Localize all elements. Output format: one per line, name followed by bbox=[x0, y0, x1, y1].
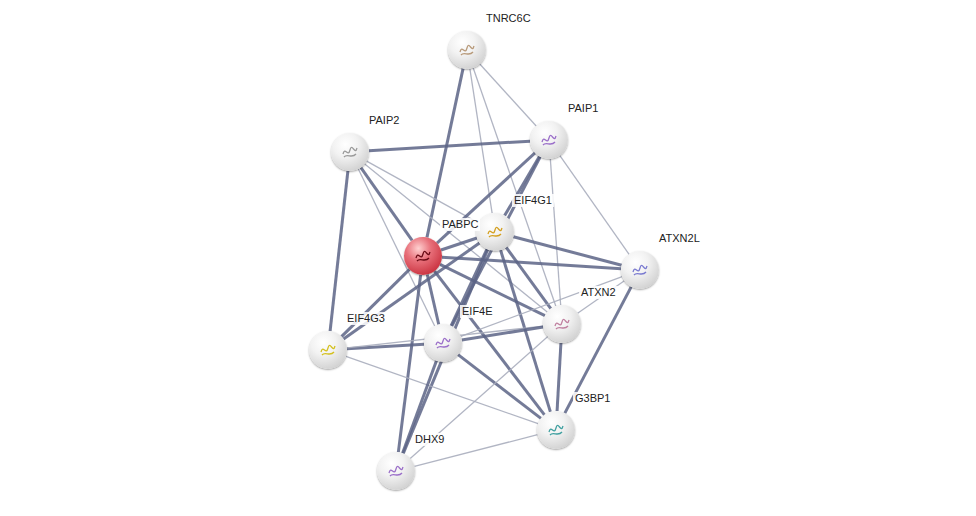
structure-icon bbox=[413, 246, 433, 266]
protein-sphere bbox=[377, 452, 415, 490]
node-label: G3BP1 bbox=[573, 392, 612, 405]
protein-sphere bbox=[448, 31, 486, 69]
protein-node: G3BP1 bbox=[537, 411, 575, 449]
interaction-edge bbox=[473, 68, 556, 306]
protein-sphere bbox=[530, 121, 568, 159]
interaction-edge bbox=[458, 355, 541, 419]
protein-node: PAIP1 bbox=[530, 121, 568, 159]
protein-sphere bbox=[621, 251, 659, 289]
node-label: DHX9 bbox=[413, 433, 446, 446]
interaction-edge bbox=[513, 237, 621, 265]
protein-sphere bbox=[309, 331, 347, 369]
protein-sphere bbox=[476, 213, 514, 251]
node-label: PAIP1 bbox=[566, 102, 600, 115]
interaction-edge bbox=[480, 64, 536, 126]
interaction-edge bbox=[462, 327, 543, 340]
node-label: ATXN2 bbox=[579, 286, 618, 299]
protein-node: ATXN2L bbox=[621, 251, 659, 289]
interaction-edge bbox=[506, 247, 551, 308]
interaction-edge bbox=[367, 161, 479, 223]
node-label: PABPC bbox=[440, 218, 480, 231]
structure-icon bbox=[630, 260, 650, 280]
interaction-edge bbox=[578, 281, 625, 313]
protein-sphere bbox=[331, 133, 369, 171]
interaction-edge bbox=[403, 250, 487, 454]
protein-sphere bbox=[537, 411, 575, 449]
protein-sphere bbox=[404, 237, 442, 275]
protein-node: ATXN2 bbox=[543, 305, 581, 343]
protein-node: TNRC6C bbox=[448, 31, 486, 69]
interaction-edge bbox=[361, 168, 412, 241]
structure-icon bbox=[485, 222, 505, 242]
protein-node: DHX9 bbox=[377, 452, 415, 490]
structure-icon bbox=[318, 340, 338, 360]
protein-node: PAIP2 bbox=[331, 133, 369, 171]
protein-sphere bbox=[424, 324, 462, 362]
node-label: TNRC6C bbox=[484, 12, 533, 25]
structure-icon bbox=[539, 130, 559, 150]
node-label: EIF4G1 bbox=[512, 194, 554, 207]
structure-icon bbox=[457, 40, 477, 60]
node-label: EIF4G3 bbox=[345, 312, 387, 325]
interaction-edge bbox=[565, 287, 631, 413]
node-label: EIF4E bbox=[460, 305, 495, 318]
protein-sphere bbox=[543, 305, 581, 343]
interaction-edge bbox=[427, 275, 438, 325]
protein-node: PABPC bbox=[404, 237, 442, 275]
structure-icon bbox=[340, 142, 360, 162]
interaction-edge bbox=[398, 275, 420, 452]
interaction-edge bbox=[560, 156, 629, 255]
structure-icon bbox=[433, 333, 453, 353]
protein-node: EIF4E bbox=[424, 324, 462, 362]
interaction-edge bbox=[330, 171, 348, 331]
structure-icon bbox=[386, 461, 406, 481]
interaction-edge bbox=[346, 356, 538, 423]
interaction-edge bbox=[369, 141, 530, 151]
interaction-edge bbox=[342, 269, 410, 336]
node-label: ATXN2L bbox=[657, 232, 702, 245]
protein-node: EIF4G1 bbox=[476, 213, 514, 251]
interaction-edge bbox=[557, 343, 561, 411]
interaction-edge bbox=[550, 159, 560, 305]
protein-node: EIF4G3 bbox=[309, 331, 347, 369]
node-label: PAIP2 bbox=[367, 114, 401, 127]
structure-icon bbox=[552, 314, 572, 334]
structure-icon bbox=[546, 420, 566, 440]
